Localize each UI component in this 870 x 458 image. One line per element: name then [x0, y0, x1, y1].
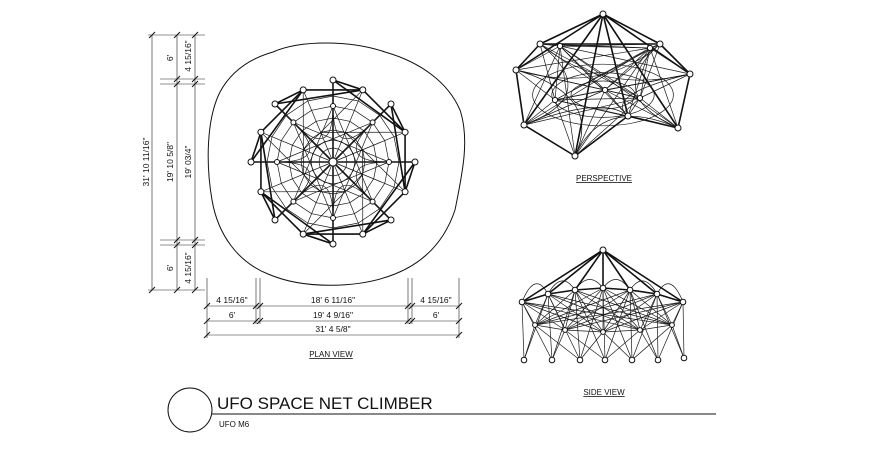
- dim-v-center-outer: 19' 10 5/8": [165, 142, 175, 182]
- plan-view-label: PLAN VIEW: [309, 350, 353, 359]
- title-block: UFO SPACE NET CLIMBER UFO M6: [167, 387, 716, 433]
- climber-side: [518, 246, 688, 364]
- dim-h-right-six: 6': [433, 310, 440, 320]
- dim-h-left-small: 4 15/16": [216, 295, 247, 305]
- dim-h-overall: 31' 4 5/8": [315, 324, 350, 334]
- dim-h-center-outer: 19' 4 9/16": [313, 310, 353, 320]
- dim-v-bottom-six: 6': [165, 264, 175, 271]
- dim-v-bottom-small: 4 15/16": [183, 252, 193, 283]
- perspective-label: PERSPECTIVE: [576, 174, 632, 183]
- title-circle: [167, 387, 213, 433]
- dim-h-center-inner: 18' 6 11/16": [311, 295, 355, 305]
- perspective-view: PERSPECTIVE: [512, 10, 694, 183]
- drawing-title: UFO SPACE NET CLIMBER: [217, 394, 433, 413]
- climber-perspective: [512, 10, 694, 160]
- climber-plan: [247, 76, 419, 248]
- dim-v-overall: 31' 10 11/16": [141, 138, 151, 187]
- plan-view: [207, 42, 466, 286]
- drawing-model: UFO M6: [219, 420, 250, 429]
- horizontal-dimensions: 4 15/16" 18' 6 11/16" 4 15/16" 6' 19' 4 …: [203, 278, 463, 359]
- side-view-label: SIDE VIEW: [583, 388, 625, 397]
- dim-v-center-inner: 19' 03/4": [183, 146, 193, 179]
- dim-h-right-small: 4 15/16": [420, 295, 451, 305]
- side-view: SIDE VIEW: [518, 246, 688, 397]
- dim-v-top-six: 6': [165, 54, 175, 61]
- dim-v-top-small: 4 15/16": [183, 40, 193, 71]
- dim-h-left-six: 6': [229, 310, 236, 320]
- vertical-dimensions: 31' 10 11/16" 6' 19' 10 5/8" 6' 4 15/16"…: [141, 31, 205, 294]
- safety-zone-outline: [207, 42, 466, 286]
